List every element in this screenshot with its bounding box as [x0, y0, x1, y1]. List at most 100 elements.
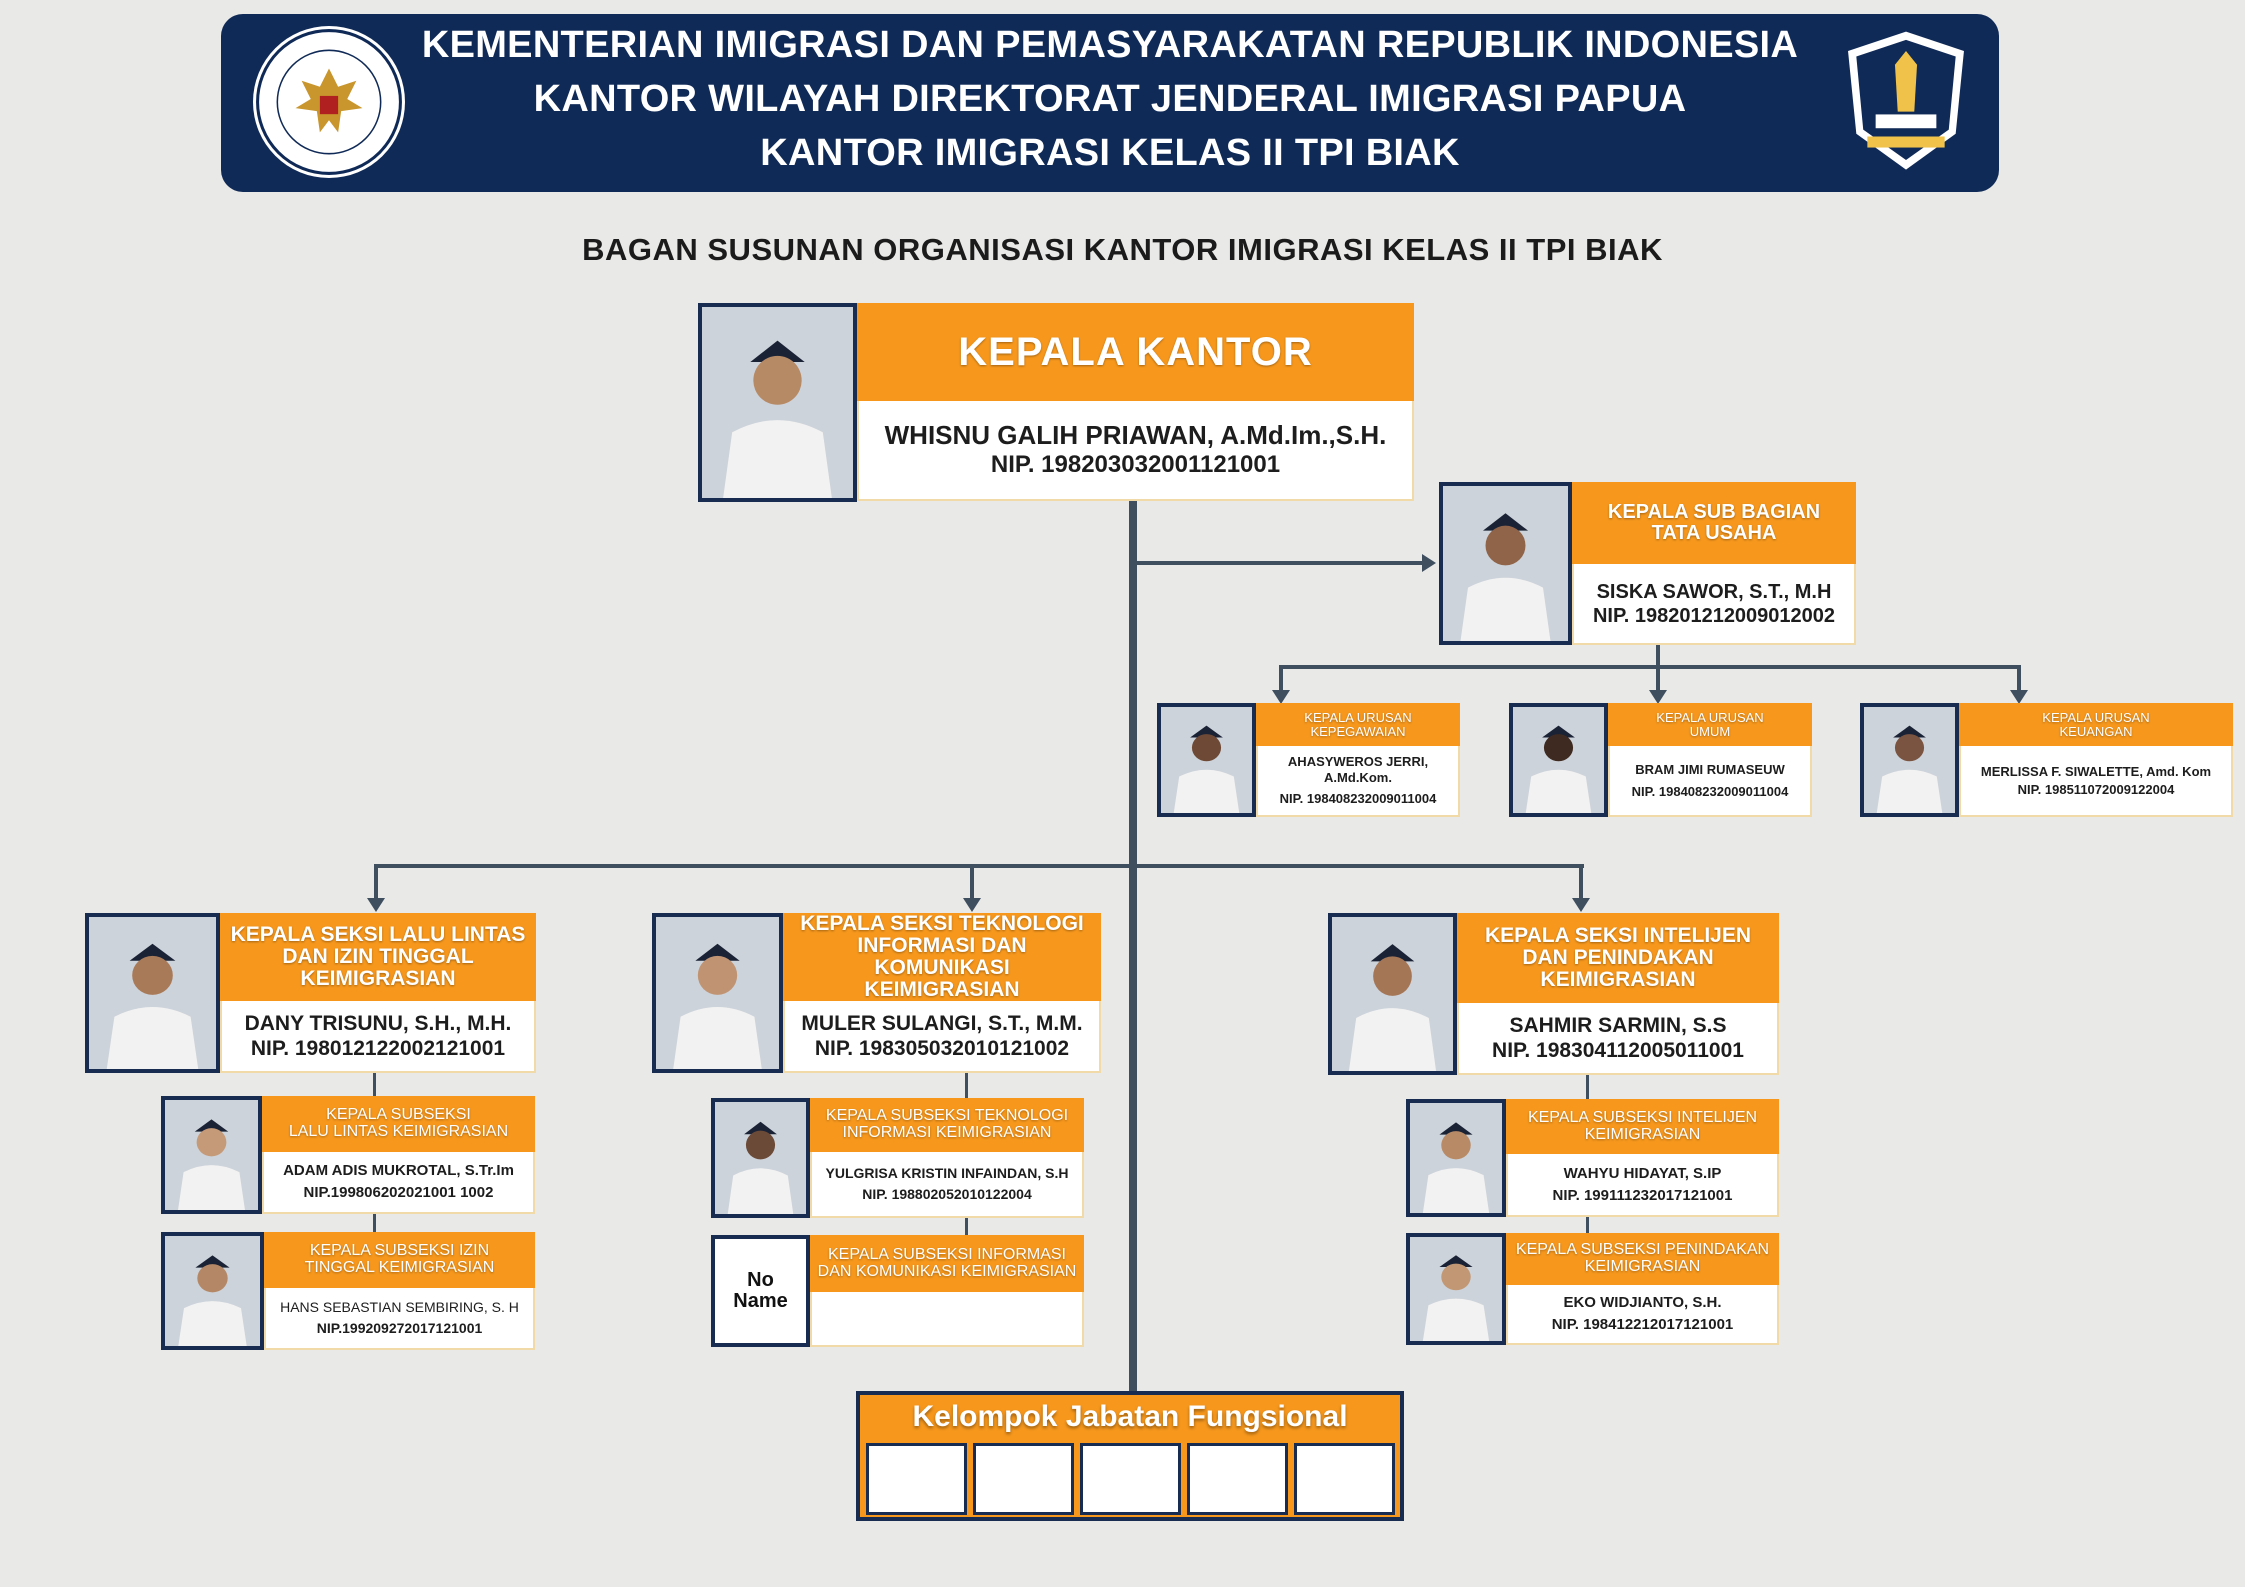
kaur-umum-name: BRAM JIMI RUMASEUW — [1635, 761, 1785, 777]
kasubbag-tu-nip: NIP. 198201212009012002 — [1592, 604, 1836, 627]
kelompok-jabatan-fungsional: Kelompok Jabatan Fungsional — [856, 1391, 1404, 1521]
kasi-tikkim-title: KEPALA SEKSI TEKNOLOGI INFORMASI DAN KOM… — [783, 911, 1101, 1001]
arrow-seksi-2 — [963, 898, 981, 912]
kasubsi-lantas-title: KEPALA SUBSEKSI LALU LINTAS KEIMIGRASIAN — [262, 1096, 535, 1152]
kepala-kantor-title: KEPALA KANTOR — [857, 303, 1414, 401]
kasubsi-izin-title-line: TINGGAL KEIMIGRASIAN — [304, 1259, 495, 1276]
kasubbag-tu-info: SISKA SAWOR, S.T., M.H NIP. 198201212009… — [1572, 564, 1856, 645]
kepala-kantor-nip: NIP. 198203032001121001 — [990, 451, 1281, 479]
fungsional-slot — [866, 1443, 967, 1515]
kaur-kepegawaian-nip: NIP. 198408232009011004 — [1279, 791, 1437, 807]
kaur-umum-info: BRAM JIMI RUMASEUW NIP. 1984082320090110… — [1608, 746, 1812, 817]
kasubsi-ti-title-line: KEPALA SUBSEKSI TEKNOLOGI — [825, 1107, 1069, 1125]
kasi-inteldakim-title-line: DAN PENINDAKAN — [1522, 945, 1714, 969]
header-line-2: KANTOR WILAYAH DIREKTORAT JENDERAL IMIGR… — [533, 78, 1687, 120]
kasi-inteldakim-info: SAHMIR SARMIN, S.S NIP. 1983041120050110… — [1457, 1003, 1779, 1075]
kasubsi-lantas-title-line: KEPALA SUBSEKSI — [326, 1106, 471, 1124]
kasubsi-infokom-info — [810, 1292, 1084, 1347]
kasubsi-intel-title: KEPALA SUBSEKSI INTELIJEN KEIMIGRASIAN — [1506, 1099, 1779, 1154]
kasubsi-intel-title-line: KEIMIGRASIAN — [1584, 1125, 1701, 1143]
kelompok-jabatan-fungsional-title: Kelompok Jabatan Fungsional — [912, 1400, 1348, 1433]
kasubsi-dakim-name: EKO WIDJIANTO, S.H. — [1563, 1294, 1722, 1311]
kasubsi-dakim-nip: NIP. 198412212017121001 — [1551, 1316, 1734, 1333]
garuda-seal-icon — [253, 26, 405, 178]
arrow-seksi-3 — [1572, 898, 1590, 912]
fungsional-slot — [1187, 1443, 1288, 1515]
kasubbag-tu-name: SISKA SAWOR, S.T., M.H — [1596, 580, 1832, 603]
kasubsi-infokom-title: KEPALA SUBSEKSI INFORMASI DAN KOMUNIKASI… — [810, 1235, 1084, 1292]
fungsional-slot — [973, 1443, 1074, 1515]
kasi-inteldakim-nip: NIP. 198304112005011001 — [1492, 1039, 1744, 1062]
connector-seksi-2 — [970, 864, 974, 900]
kaur-kepegawaian-title: KEPALA URUSAN KEPEGAWAIAN — [1256, 703, 1460, 746]
kasi-lantaskim-title: KEPALA SEKSI LALU LINTAS DAN IZIN TINGGA… — [220, 913, 536, 1001]
no-name-label: No — [747, 1269, 774, 1291]
header-banner: KEMENTERIAN IMIGRASI DAN PEMASYARAKATAN … — [221, 14, 1999, 192]
kasubsi-lantas-nip: NIP.199806202021001 1002 — [303, 1184, 494, 1201]
kasi-lantaskim-info: DANY TRISUNU, S.H., M.H. NIP. 1980121220… — [220, 1001, 536, 1073]
header-line-3: KANTOR IMIGRASI KELAS II TPI BIAK — [760, 132, 1460, 174]
kaur-keuangan-title-line: KEPALA URUSAN — [2042, 709, 2150, 725]
kasi-tikkim-info: MULER SULANGI, S.T., M.M. NIP. 198305032… — [783, 1001, 1101, 1073]
arrow-to-tu — [1422, 554, 1436, 572]
kasi-lantaskim-title-line: KEIMIGRASIAN — [300, 967, 456, 991]
connector-urusan-bar — [1279, 665, 2021, 669]
kasubsi-ti-title: KEPALA SUBSEKSI TEKNOLOGI INFORMASI KEIM… — [810, 1098, 1084, 1152]
kaur-kepegawaian-title-line: KEPEGAWAIAN — [1310, 723, 1406, 739]
connector-seksi-3 — [1579, 864, 1583, 900]
kasubbag-tu-title-line: KEPALA SUB BAGIAN — [1607, 501, 1821, 523]
connector-urusan-2 — [1656, 665, 1660, 693]
chart-title: BAGAN SUSUNAN ORGANISASI KANTOR IMIGRASI… — [582, 232, 1663, 267]
kasubsi-dakim-title-line: KEPALA SUBSEKSI PENINDAKAN — [1515, 1241, 1770, 1259]
arrow-seksi-1 — [367, 898, 385, 912]
kasi-inteldakim-title: KEPALA SEKSI INTELIJEN DAN PENINDAKAN KE… — [1457, 913, 1779, 1003]
connector-tu-down — [1656, 645, 1660, 667]
kasubbag-tu-title: KEPALA SUB BAGIAN TATA USAHA — [1572, 482, 1856, 564]
kasubsi-lantas-title-line: LALU LINTAS KEIMIGRASIAN — [288, 1123, 509, 1140]
kasubsi-izin-title-line: KEPALA SUBSEKSI IZIN — [309, 1242, 490, 1260]
kasubbag-tu-photo — [1439, 482, 1572, 645]
connector-urusan-1 — [1279, 665, 1283, 693]
kasubsi-infokom-no-name: No Name — [711, 1235, 810, 1347]
kasubsi-ti-name: YULGRISA KRISTIN INFAINDAN, S.H — [825, 1165, 1069, 1182]
kaur-umum-title-line: KEPALA URUSAN — [1656, 709, 1764, 725]
header-line-1: KEMENTERIAN IMIGRASI DAN PEMASYARAKATAN … — [421, 24, 1799, 66]
kasubsi-ti-info: YULGRISA KRISTIN INFAINDAN, S.H NIP. 198… — [810, 1152, 1084, 1218]
kepala-kantor-info: WHISNU GALIH PRIAWAN, A.Md.Im.,S.H. NIP.… — [857, 401, 1414, 501]
fungsional-slot — [1080, 1443, 1181, 1515]
kasi-inteldakim-photo — [1328, 913, 1457, 1075]
imigrasi-shield-logo-icon — [1837, 26, 1975, 178]
kaur-keuangan-photo — [1860, 703, 1959, 817]
kasubsi-infokom-title-line: KEPALA SUBSEKSI INFORMASI — [828, 1245, 1066, 1263]
kasubsi-lantas-info: ADAM ADIS MUKROTAL, S.Tr.Im NIP.19980620… — [262, 1152, 535, 1214]
arrow-urusan-2 — [1649, 690, 1667, 704]
kaur-kepegawaian-title-line: KEPALA URUSAN — [1304, 709, 1412, 725]
kaur-umum-title-line: UMUM — [1689, 723, 1731, 739]
kaur-keuangan-title-line: KEUANGAN — [2059, 723, 2133, 739]
kaur-umum-nip: NIP. 198408232009011004 — [1631, 783, 1789, 799]
kaur-keuangan-nip: NIP. 198511072009122004 — [2017, 781, 2175, 797]
kasubsi-intel-photo — [1406, 1099, 1506, 1217]
kaur-keuangan-title: KEPALA URUSAN KEUANGAN — [1959, 703, 2233, 746]
kasi-lantaskim-title-line: DAN IZIN TINGGAL — [282, 944, 474, 968]
kaur-keuangan-name: MERLISSA F. SIWALETTE, Amd. Kom — [1980, 763, 2212, 779]
arrow-urusan-1 — [1272, 690, 1290, 704]
connector-seksi-1 — [374, 864, 378, 900]
connector-to-tu — [1133, 561, 1425, 565]
fungsional-slot — [1294, 1443, 1395, 1515]
kasi-tikkim-title-line: KEPALA SEKSI TEKNOLOGI — [800, 911, 1084, 935]
kaur-umum-title: KEPALA URUSAN UMUM — [1608, 703, 1812, 746]
kasubsi-izin-name: HANS SEBASTIAN SEMBIRING, S. H — [280, 1299, 519, 1316]
connector-seksi-bar — [374, 864, 1584, 868]
kasubsi-intel-name: WAHYU HIDAYAT, S.IP — [1563, 1164, 1722, 1182]
kaur-kepegawaian-name: AHASYWEROS JERRI, — [1287, 754, 1429, 770]
kasubsi-intel-nip: NIP. 199111232017121001 — [1552, 1186, 1733, 1204]
kasi-inteldakim-title-line: KEPALA SEKSI INTELIJEN — [1484, 923, 1752, 947]
kasubsi-dakim-info: EKO WIDJIANTO, S.H. NIP. 198412212017121… — [1506, 1285, 1779, 1345]
kasubsi-ti-nip: NIP. 198802052010122004 — [862, 1186, 1032, 1202]
kasi-lantaskim-name: DANY TRISUNU, S.H., M.H. — [244, 1011, 512, 1035]
no-name-label: Name — [733, 1290, 788, 1312]
kasi-lantaskim-title-line: KEPALA SEKSI LALU LINTAS — [230, 922, 526, 946]
kasubsi-izin-photo — [161, 1232, 264, 1350]
kasubsi-ti-title-line: INFORMASI KEIMIGRASIAN — [842, 1124, 1052, 1141]
